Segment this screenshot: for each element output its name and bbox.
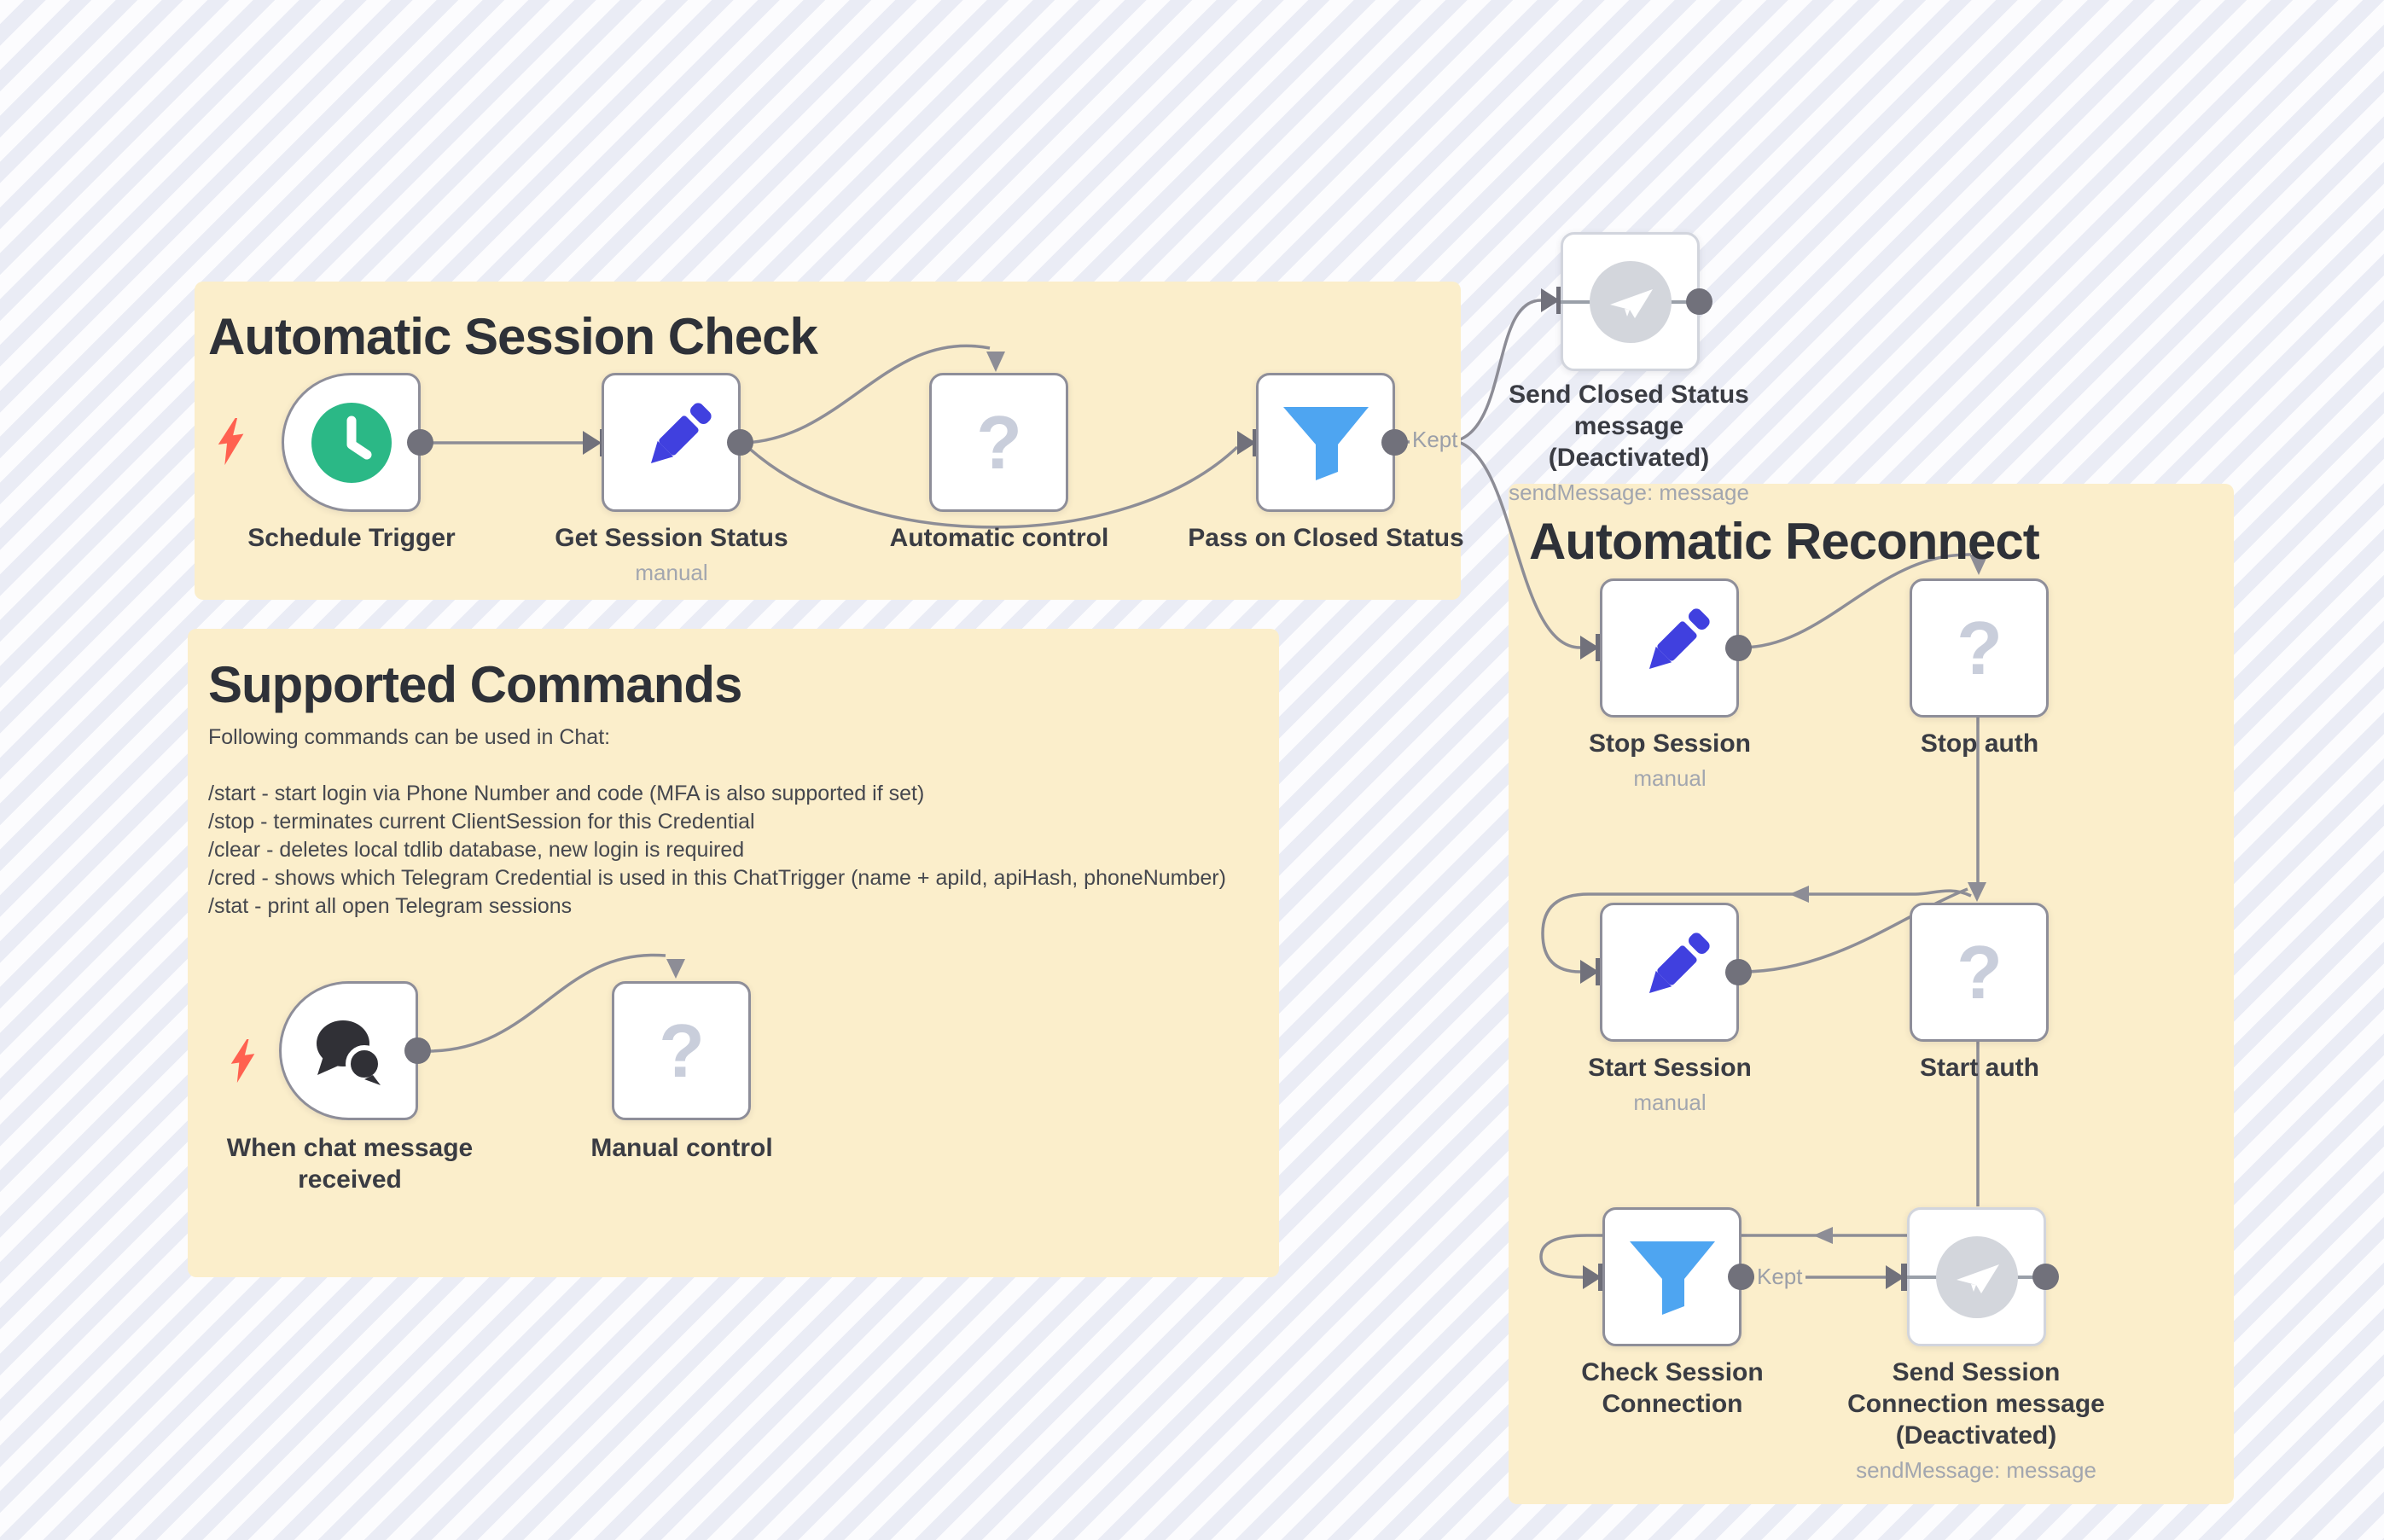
node-automatic-control[interactable]: ? <box>929 373 1068 512</box>
node-get-session-status[interactable] <box>602 373 753 512</box>
pencil-icon <box>650 402 712 463</box>
node-label: Send Session Connection message (Deactiv… <box>1847 1358 2105 1483</box>
pencil-icon <box>1648 932 1710 993</box>
sticky-note-supported-commands[interactable] <box>188 629 1279 1277</box>
output-port[interactable] <box>404 1037 431 1064</box>
node-label: Get Session Status manual <box>555 524 788 585</box>
sticky-commands-text: /start - start login via Phone Number an… <box>208 782 1226 918</box>
output-port[interactable] <box>1725 634 1752 661</box>
svg-text:?: ? <box>1957 930 2003 1014</box>
question-mark-icon: ? <box>1957 930 2003 1014</box>
sticky-title-supported-commands: Supported Commands <box>208 656 742 713</box>
clock-icon <box>311 402 392 483</box>
wire-kept-to-send-closed <box>1455 299 1542 443</box>
node-stop-auth[interactable]: ? <box>1910 578 2049 718</box>
node-label: Automatic control <box>889 524 1109 552</box>
node-send-closed-status-message[interactable] <box>1561 232 1712 371</box>
node-label: When chat message received <box>226 1134 474 1194</box>
sticky-title-automatic-reconnect: Automatic Reconnect <box>1529 513 2040 570</box>
wire-kept-to-stop-session <box>1455 439 1581 649</box>
question-mark-icon: ? <box>1957 606 2003 690</box>
svg-text:?: ? <box>976 400 1022 485</box>
node-label: Stop auth <box>1920 729 2039 758</box>
node-label: Check Session Connection <box>1581 1358 1764 1418</box>
question-mark-icon: ? <box>976 400 1022 485</box>
node-when-chat-message-received[interactable] <box>279 981 431 1120</box>
sticky-intro-text: Following commands can be used in Chat: <box>208 725 611 749</box>
svg-text:?: ? <box>659 1008 705 1093</box>
chat-icon <box>316 1020 383 1085</box>
node-label: Pass on Closed Status <box>1188 524 1464 552</box>
telegram-icon <box>1935 1235 2018 1318</box>
wire-chat-to-manual-control <box>427 953 666 1053</box>
pencil-icon <box>1648 607 1710 669</box>
output-label-kept-check: Kept <box>1754 1264 1805 1289</box>
filter-icon <box>1282 406 1369 480</box>
node-start-session[interactable] <box>1600 903 1752 1042</box>
output-port[interactable] <box>727 428 753 456</box>
node-label: Send Closed Status message (Deactivated)… <box>1509 381 1749 505</box>
wire-start-session-to-start-auth <box>1741 887 1968 973</box>
node-schedule-trigger[interactable] <box>282 373 433 512</box>
wire-loop-to-start-session <box>1541 889 1972 973</box>
sticky-title-session-check: Automatic Session Check <box>208 308 818 365</box>
wire-get-to-pass <box>741 441 1239 529</box>
node-label: Schedule Trigger <box>247 524 456 552</box>
lightning-icon <box>230 1039 255 1084</box>
node-label: Manual control <box>590 1134 773 1162</box>
question-mark-icon: ? <box>659 1008 705 1093</box>
svg-text:?: ? <box>1957 606 2003 690</box>
wire-loop-to-check-session <box>1539 1234 1988 1279</box>
arrow-into-automatic-control <box>986 352 1005 372</box>
node-label: Stop Session manual <box>1588 729 1752 791</box>
lightning-icon <box>218 418 244 466</box>
output-port[interactable] <box>1725 958 1752 985</box>
output-port[interactable] <box>2032 1263 2059 1290</box>
telegram-icon <box>1589 260 1672 343</box>
node-pass-on-closed-status[interactable] <box>1256 373 1408 512</box>
node-manual-control[interactable]: ? <box>612 981 751 1120</box>
output-port[interactable] <box>1381 428 1408 456</box>
node-label: Start Session manual <box>1588 1054 1752 1115</box>
arrow-into-start-auth <box>1968 882 1986 902</box>
arrow-into-manual-control <box>666 959 685 979</box>
arrow-left-check-loop <box>1813 1227 1833 1244</box>
filter-icon <box>1629 1241 1715 1315</box>
output-label-kept-pass: Kept <box>1410 427 1461 452</box>
arrow-left-start-loop <box>1789 886 1809 903</box>
node-send-session-connection-message[interactable] <box>1907 1207 2059 1346</box>
node-label: Start auth <box>1919 1054 2039 1082</box>
node-stop-session[interactable] <box>1600 578 1752 718</box>
node-start-auth[interactable]: ? <box>1910 903 2049 1042</box>
output-port[interactable] <box>407 428 433 456</box>
wire-get-to-automatic-control <box>742 344 991 445</box>
node-check-session-connection[interactable] <box>1602 1207 1754 1346</box>
output-port[interactable] <box>1728 1263 1754 1290</box>
wire-stop-session-to-stop-auth <box>1741 553 1972 649</box>
arrow-into-stop-auth <box>1969 555 1988 575</box>
output-port[interactable] <box>1686 288 1712 315</box>
